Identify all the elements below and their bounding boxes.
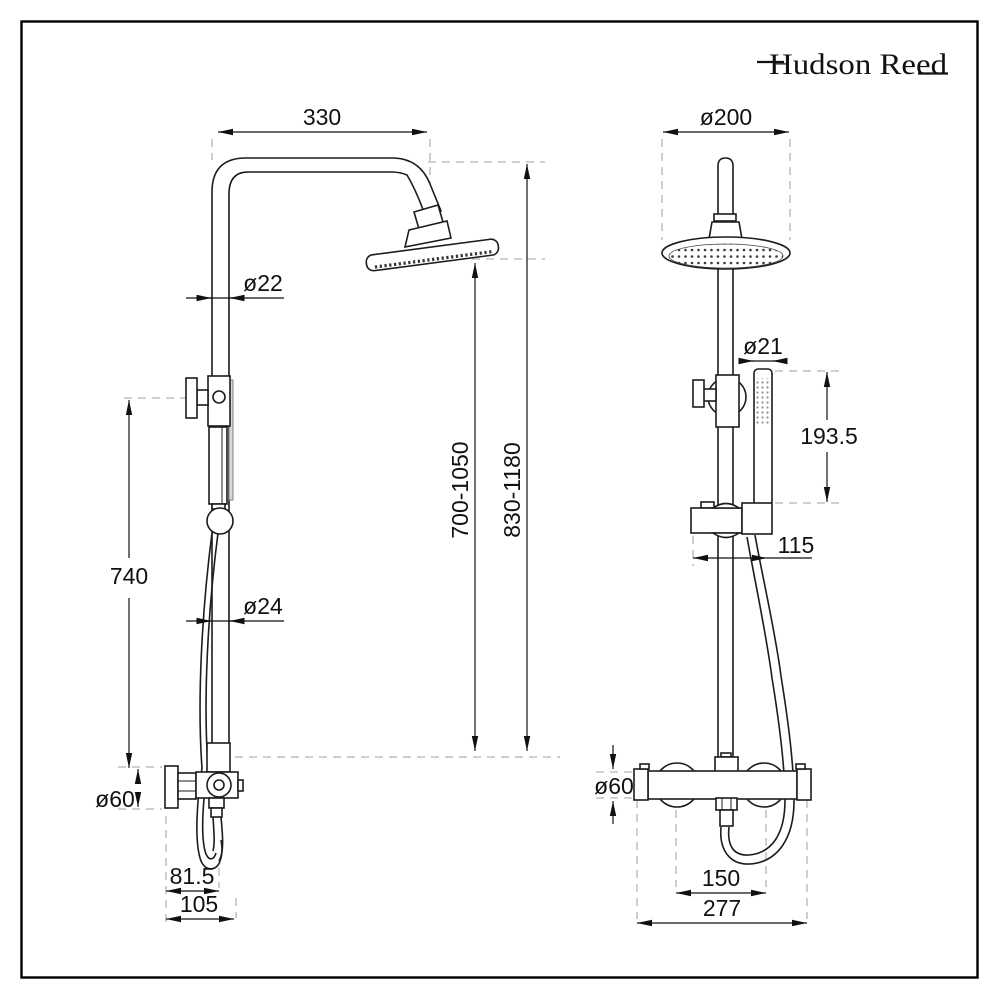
front-view-valve <box>633 752 812 827</box>
dim-outlet-centres-label: 150 <box>702 865 740 891</box>
dim-overall-height-range-label: 830-1180 <box>499 442 525 538</box>
dim-valve-width-label: 277 <box>703 895 741 921</box>
dim-riser-height-label: 740 <box>110 563 148 589</box>
valve-knob-side <box>164 765 179 809</box>
dim-valve-knob-dia-label: ø60 <box>95 786 135 812</box>
dim-pipe-lower-dia-label: ø24 <box>243 593 283 619</box>
side-view-handset <box>206 426 234 535</box>
front-view: ø200 ø21 193.5 115 ø60 150 277 <box>594 104 858 927</box>
dim-valve-body-dia-label: ø60 <box>594 773 634 799</box>
side-view: 330 ø22 740 ø24 ø60 81.5 105 700-1050 83… <box>95 104 560 924</box>
front-view-shower-head <box>661 157 791 270</box>
brand-logo: Hudson Reed <box>757 48 948 81</box>
dim-arm-reach-label: 330 <box>303 104 341 130</box>
front-view-handset-holder <box>690 501 773 539</box>
dim-pipe-upper-dia-label: ø22 <box>243 270 283 296</box>
bracket-knob-stem <box>196 389 209 406</box>
side-view-valve <box>164 742 244 818</box>
dim-hose-depth-label: 105 <box>180 891 218 917</box>
dim-handset-length-label: 193.5 <box>800 423 858 449</box>
front-view-dimensions: ø200 ø21 193.5 115 ø60 150 277 <box>594 104 858 927</box>
side-view-dashed-guides <box>118 139 560 924</box>
dim-handset-dia-label: ø21 <box>743 333 783 359</box>
front-view-rail-bracket <box>692 374 747 428</box>
head-spray-face <box>668 243 784 269</box>
ball-joint <box>206 507 234 535</box>
front-view-dashed-guides <box>596 139 842 919</box>
side-view-shower-head <box>365 204 500 272</box>
dim-hose-offset-label: 81.5 <box>170 863 215 889</box>
dim-head-dia-label: ø200 <box>700 104 752 130</box>
handset-spray-face <box>756 378 770 424</box>
brand-logo-text: Hudson Reed <box>769 48 947 81</box>
bracket-knob <box>185 377 198 419</box>
drawing-border <box>20 20 979 979</box>
dim-head-height-range-label: 700-1050 <box>447 441 473 538</box>
side-view-dimensions: 330 ø22 740 ø24 ø60 81.5 105 700-1050 83… <box>95 104 531 923</box>
dim-handset-offset-label: 115 <box>778 532 815 558</box>
bracket-screw <box>212 390 226 404</box>
side-view-rail-bracket <box>185 375 234 501</box>
side-view-riser-and-arm <box>211 157 443 759</box>
bracket-knob <box>692 379 705 408</box>
head-spray-stipple <box>374 250 493 269</box>
front-view-handset <box>753 368 773 512</box>
